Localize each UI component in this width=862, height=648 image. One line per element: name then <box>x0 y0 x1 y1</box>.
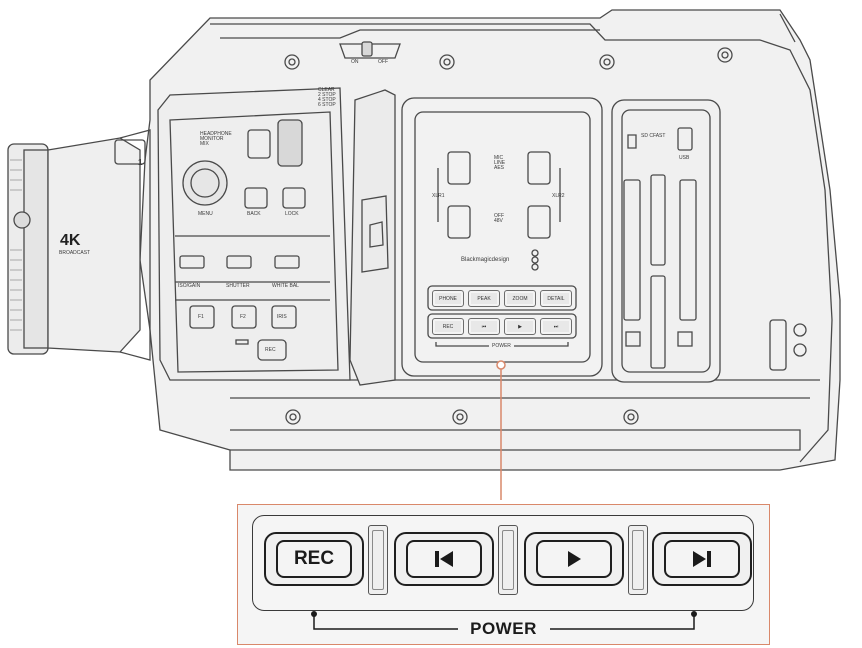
shutter-label: SHUTTER <box>226 283 250 289</box>
zoom-button[interactable]: ZOOM <box>504 290 536 307</box>
nd-filter-labels: CLEAR 2 STOP 4 STOP 6 STOP <box>318 88 336 108</box>
audio-input-option: AES <box>494 165 505 171</box>
brand-logo: Blackmagicdesign <box>461 257 510 263</box>
menu-label: MENU <box>198 211 213 217</box>
nd-option: 2 STOP <box>318 92 336 98</box>
callout-outer-frame <box>252 515 754 611</box>
rec-button-small[interactable]: REC <box>432 318 464 335</box>
skip-forward-icon <box>693 551 711 567</box>
skip-back-button[interactable] <box>394 532 494 586</box>
iris-button[interactable]: IRIS <box>277 314 287 320</box>
power-switch-off-label: OFF <box>378 59 388 65</box>
phone-button[interactable]: PHONE <box>432 290 464 307</box>
f1-button[interactable]: F1 <box>198 314 204 320</box>
power-label-small: POWER <box>489 344 514 349</box>
play-button[interactable] <box>524 532 624 586</box>
iso-gain-label: ISO/GAIN <box>178 283 201 289</box>
phantom-option: 48V <box>494 218 503 224</box>
play-button-face <box>536 540 612 578</box>
white-bal-label: WHITE BAL <box>272 283 299 289</box>
rec-button-face: REC <box>276 540 352 578</box>
button-separator <box>368 525 388 595</box>
lock-label: LOCK <box>285 211 299 217</box>
channel-number: 1 <box>138 158 143 167</box>
nd-option: CLEAR <box>318 87 335 93</box>
button-separator <box>498 525 518 595</box>
camera-illustration: 4K BROADCAST 1 ON OFF CLEAR 2 STOP 4 STO… <box>7 9 841 500</box>
nd-option: 4 STOP <box>318 97 336 103</box>
monitor-option: HEADPHONE <box>200 131 232 137</box>
audio-input-option: LINE <box>494 160 506 166</box>
f2-button[interactable]: F2 <box>240 314 246 320</box>
play-icon <box>568 551 581 567</box>
sd-cfast-label: SD CFAST <box>641 133 666 139</box>
detail-button[interactable]: DETAIL <box>540 290 572 307</box>
monitor-option: MONITOR <box>200 136 224 142</box>
peak-button[interactable]: PEAK <box>468 290 500 307</box>
rec-small-button[interactable]: REC <box>265 347 276 353</box>
power-switch-on-label: ON <box>351 59 359 65</box>
badge-4k: 4K <box>60 232 81 249</box>
button-separator <box>628 525 648 595</box>
usb-label: USB <box>679 155 690 161</box>
monitor-switch-labels: HEADPHONE MONITOR MIX <box>200 132 232 147</box>
skip-forward-button-small[interactable]: ⏭ <box>540 318 572 335</box>
camera-body-drawing <box>7 9 841 500</box>
power-bracket <box>311 611 697 630</box>
monitor-option: MIX <box>200 141 209 147</box>
skip-back-button-small[interactable]: ⏮ <box>468 318 500 335</box>
power-label: POWER <box>470 619 537 638</box>
phantom-power-labels: OFF 48V <box>494 214 504 224</box>
play-button-small[interactable]: ▶ <box>504 318 536 335</box>
rec-button[interactable]: REC <box>264 532 364 586</box>
badge-broadcast: BROADCAST <box>59 250 91 256</box>
transport-controls-callout: REC POWER <box>237 504 770 645</box>
skip-forward-button-face <box>664 540 740 578</box>
skip-back-icon <box>435 551 453 567</box>
xlr2-label: XLR2 <box>552 193 565 199</box>
nd-option: 6 STOP <box>318 102 336 108</box>
rec-button-label: REC <box>293 548 335 569</box>
skip-forward-button[interactable] <box>652 532 752 586</box>
audio-input-labels: MIC LINE AES <box>494 156 505 171</box>
xlr1-label: XLR1 <box>432 193 445 199</box>
audio-input-option: MIC <box>494 155 504 161</box>
phantom-option: OFF <box>494 213 504 219</box>
skip-back-button-face <box>406 540 482 578</box>
back-label: BACK <box>247 211 261 217</box>
